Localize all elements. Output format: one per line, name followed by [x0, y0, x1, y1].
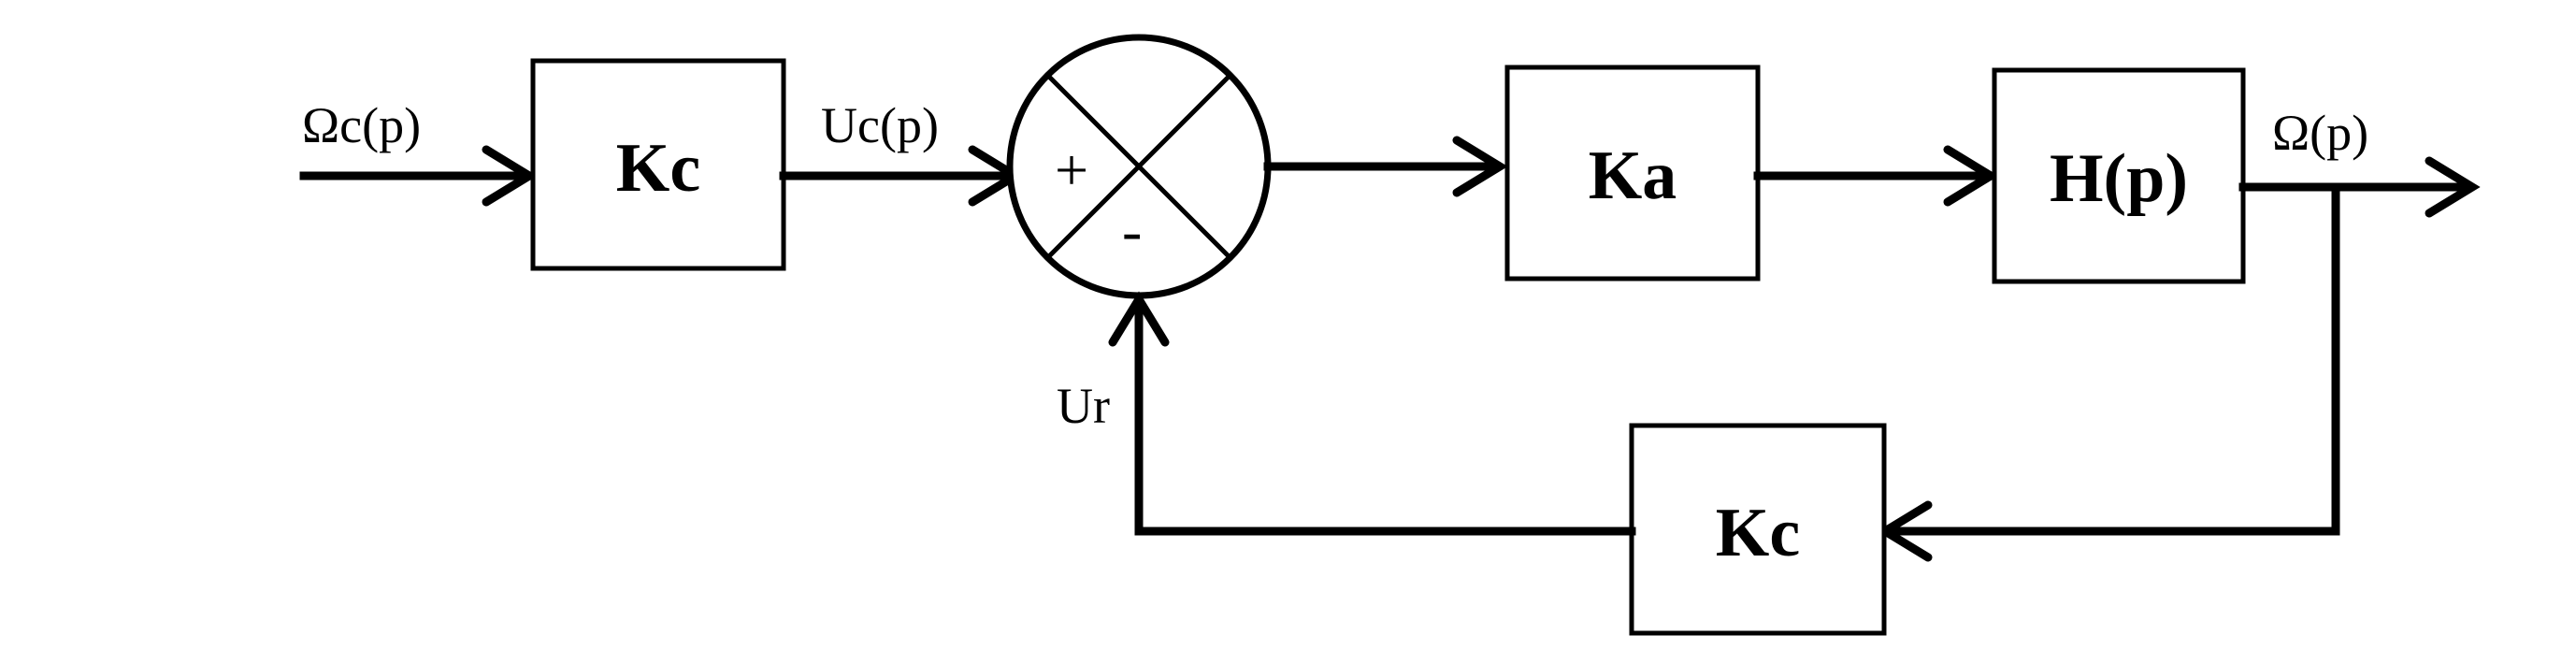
reference-voltage-label: Uc(p) [821, 97, 939, 153]
feedback-voltage-label: Ur [1057, 378, 1110, 434]
feedback-pickoff-wire [1884, 182, 2340, 536]
feedback-return-wire [1134, 298, 1636, 536]
reference-signal-label: Ωc(p) [302, 97, 421, 153]
summing-junction-cross-b [1045, 73, 1232, 260]
amplifier-block [1504, 65, 1761, 281]
plant-label: H(p) [2050, 140, 2188, 217]
sensor-gain-block [530, 58, 786, 271]
plant-block [1992, 67, 2246, 284]
feedback-return-arrowhead [1108, 291, 1170, 347]
sensor-gain-label: Kc [616, 130, 700, 207]
input-arrowhead [482, 145, 538, 207]
feedback-sensor-gain-block [1629, 423, 1887, 636]
minus-sign: - [1122, 197, 1142, 264]
output-arrowhead [2425, 156, 2481, 218]
error-arrowhead [1452, 136, 1508, 197]
plus-sign: + [1055, 137, 1088, 203]
amplifier-label: Ka [1589, 137, 1677, 214]
command-arrowhead [1943, 145, 1999, 207]
output-signal-label: Ω(p) [2272, 105, 2368, 161]
feedback-sensor-gain-label: Kc [1716, 495, 1800, 571]
